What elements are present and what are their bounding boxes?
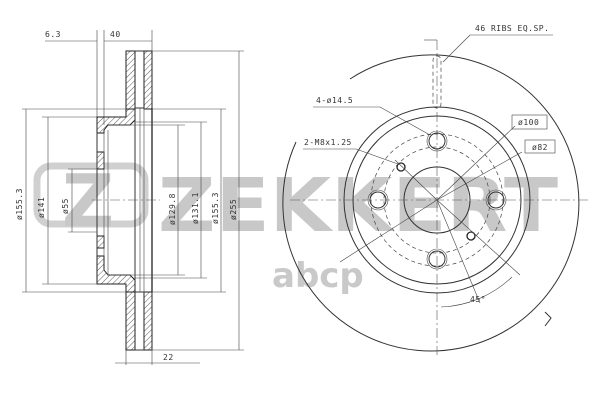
watermark-brand: ZEKKERT	[158, 163, 559, 249]
callout-ribs: 46 RIBS EQ.SP.	[475, 24, 549, 33]
friction-plate-inner-bottom	[125, 291, 136, 351]
callout-bore: ø82	[532, 143, 548, 152]
callout-bolt-holes: 4-ø14.5	[316, 96, 353, 105]
dim-255: ø255	[229, 199, 238, 220]
watermark-site: abcp	[272, 256, 364, 296]
callout-threads: 2-M8x1.25	[304, 138, 352, 147]
thread-hole	[396, 162, 406, 172]
front-view: 46 RIBS EQ.SP. 4-ø14.5 2-M8x1.25 ø100 ø8…	[282, 24, 590, 355]
dim-hat-depth: 40	[110, 30, 121, 39]
friction-plate-inner-top	[125, 50, 136, 110]
dim-131-1: ø131.1	[191, 192, 200, 224]
rotation-arrow-icon	[544, 311, 552, 327]
watermark-logo-letter: Z	[62, 159, 114, 243]
thread-hole	[466, 231, 476, 241]
dim-141: ø141	[37, 197, 46, 218]
friction-plate-outer-bottom	[143, 291, 153, 351]
callout-pcd-box	[511, 114, 548, 130]
friction-plate-outer-top	[143, 50, 153, 110]
section-view: 6.3 40 22 ø155.3 ø141 ø55 ø129.8 ø131.1 …	[15, 30, 244, 365]
callout-bore-box	[524, 139, 556, 154]
hat-section-top	[96, 108, 136, 134]
dim-offset: 6.3	[45, 30, 61, 39]
watermark: Z ZEKKERT abcp	[33, 159, 559, 296]
dim-129-8: ø129.8	[168, 193, 177, 225]
dim-55: ø55	[61, 198, 70, 214]
outer-disc-edge	[282, 54, 580, 352]
callout-pcd: ø100	[518, 118, 539, 127]
dim-155-3: ø155.3	[211, 192, 220, 224]
callout-angle: 45°	[470, 295, 486, 304]
bolt-holes	[367, 130, 507, 270]
hat-section-bottom	[96, 255, 136, 293]
rib-slot	[432, 55, 442, 109]
dim-outer-left: ø155.3	[15, 188, 24, 220]
dim-thickness: 22	[163, 353, 174, 362]
watermark-logo-box	[33, 162, 149, 228]
